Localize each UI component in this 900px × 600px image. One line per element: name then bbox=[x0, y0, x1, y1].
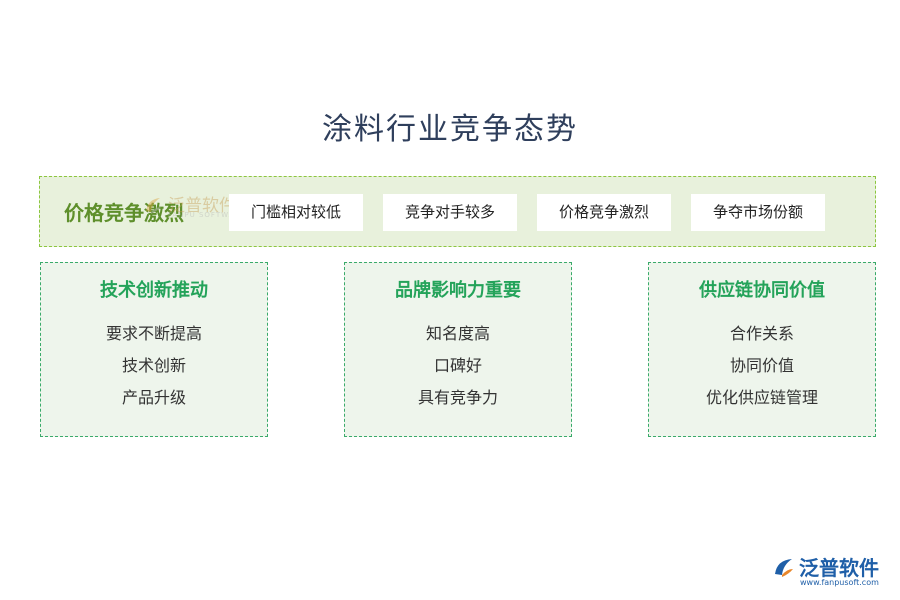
watermark-text: 泛普软件 bbox=[168, 196, 236, 216]
logo-url: www.fanpusoft.com bbox=[800, 578, 879, 587]
card-brand-influence: 品牌影响力重要 知名度高 口碑好 具有竞争力 bbox=[344, 262, 572, 437]
fanpu-logo: 泛普软件 www.fanpusoft.com bbox=[772, 554, 894, 594]
card-item: 协同价值 bbox=[729, 356, 794, 375]
price-item-4: 争夺市场份额 bbox=[691, 194, 825, 231]
card-item: 要求不断提高 bbox=[105, 324, 202, 343]
card-item: 技术创新 bbox=[121, 356, 186, 375]
price-competition-title: 价格竞争激烈 bbox=[64, 201, 184, 225]
card-item: 具有竞争力 bbox=[417, 388, 498, 407]
price-item-2: 竞争对手较多 bbox=[383, 194, 517, 231]
card-title: 技术创新推动 bbox=[100, 280, 208, 301]
card-item: 知名度高 bbox=[425, 324, 490, 343]
price-item-3: 价格竞争激烈 bbox=[537, 194, 671, 231]
card-item: 优化供应链管理 bbox=[705, 388, 818, 407]
card-tech-innovation: 技术创新推动 要求不断提高 技术创新 产品升级 bbox=[40, 262, 268, 437]
fanpu-logo-icon bbox=[775, 559, 793, 577]
fanpu-watermark-icon bbox=[146, 198, 161, 214]
card-title: 品牌影响力重要 bbox=[395, 280, 521, 301]
card-supply-chain: 供应链协同价值 合作关系 协同价值 优化供应链管理 bbox=[648, 262, 876, 437]
card-item: 产品升级 bbox=[121, 388, 186, 407]
card-item: 口碑好 bbox=[433, 356, 482, 375]
watermark-subtext: FANPU SOFTWARE bbox=[168, 211, 246, 219]
watermark: 泛普软件 FANPU SOFTWARE bbox=[142, 193, 252, 223]
card-title: 供应链协同价值 bbox=[699, 280, 825, 301]
card-item: 合作关系 bbox=[729, 324, 794, 343]
price-item-1: 门槛相对较低 bbox=[229, 194, 363, 231]
diagram-title: 涂料行业竞争态势 bbox=[322, 112, 578, 147]
logo-name: 泛普软件 bbox=[799, 556, 879, 580]
